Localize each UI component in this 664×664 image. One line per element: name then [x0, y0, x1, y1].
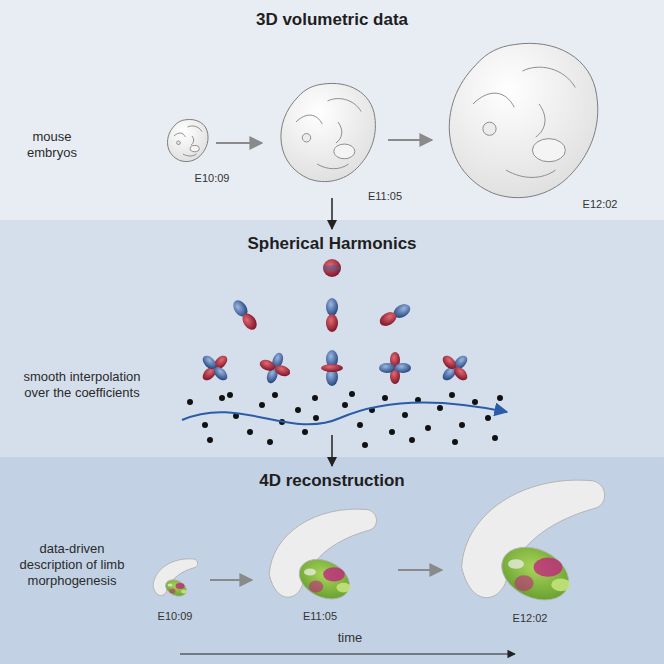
embryo-e10 [168, 119, 209, 161]
panel-side-label: mouse embryos [12, 129, 92, 161]
stage-label: E12:02 [583, 198, 618, 211]
panel-heading: 4D reconstruction [0, 471, 664, 491]
panel-side-label: smooth interpolation over the coefficien… [12, 369, 152, 401]
limb-e11 [269, 509, 376, 607]
harmonic-l1 [230, 298, 259, 333]
harmonic-l2 [254, 347, 295, 388]
harmonic-l2 [432, 345, 477, 390]
harmonic-l1 [377, 301, 412, 328]
stage-arrow [210, 579, 252, 581]
interpolation-curve [182, 402, 507, 424]
panel-heading: Spherical Harmonics [0, 234, 664, 254]
limb-e12 [462, 480, 605, 610]
coefficient-dots [187, 391, 503, 448]
stage-arrow [388, 139, 432, 141]
panel-side-label: data-driven description of limb morphoge… [10, 541, 135, 589]
stage-label: E10:09 [195, 172, 230, 185]
stage-label: E11:05 [368, 190, 402, 203]
stage-arrow [216, 142, 262, 144]
harmonic-l2 [321, 350, 343, 386]
stage-arrow [398, 569, 442, 571]
stage-label: E10:09 [158, 610, 193, 623]
harmonic-l2 [192, 345, 237, 390]
embryo-e11 [281, 83, 376, 181]
time-axis [180, 653, 515, 654]
flow-arrow [331, 435, 333, 466]
band-panel: 4D reconstruction data-driven description… [0, 457, 664, 664]
limb-e10 [153, 559, 198, 600]
stage-label: E11:05 [303, 610, 337, 623]
harmonic-l0 [323, 259, 341, 277]
stage-label: E12:02 [513, 612, 548, 625]
embryo-e12 [449, 43, 598, 197]
axis-label: time [338, 630, 363, 645]
flow-arrow [331, 198, 333, 229]
harmonic-l2 [379, 352, 411, 384]
panel-heading: 3D volumetric data [0, 10, 664, 30]
harmonic-l1 [326, 298, 338, 332]
